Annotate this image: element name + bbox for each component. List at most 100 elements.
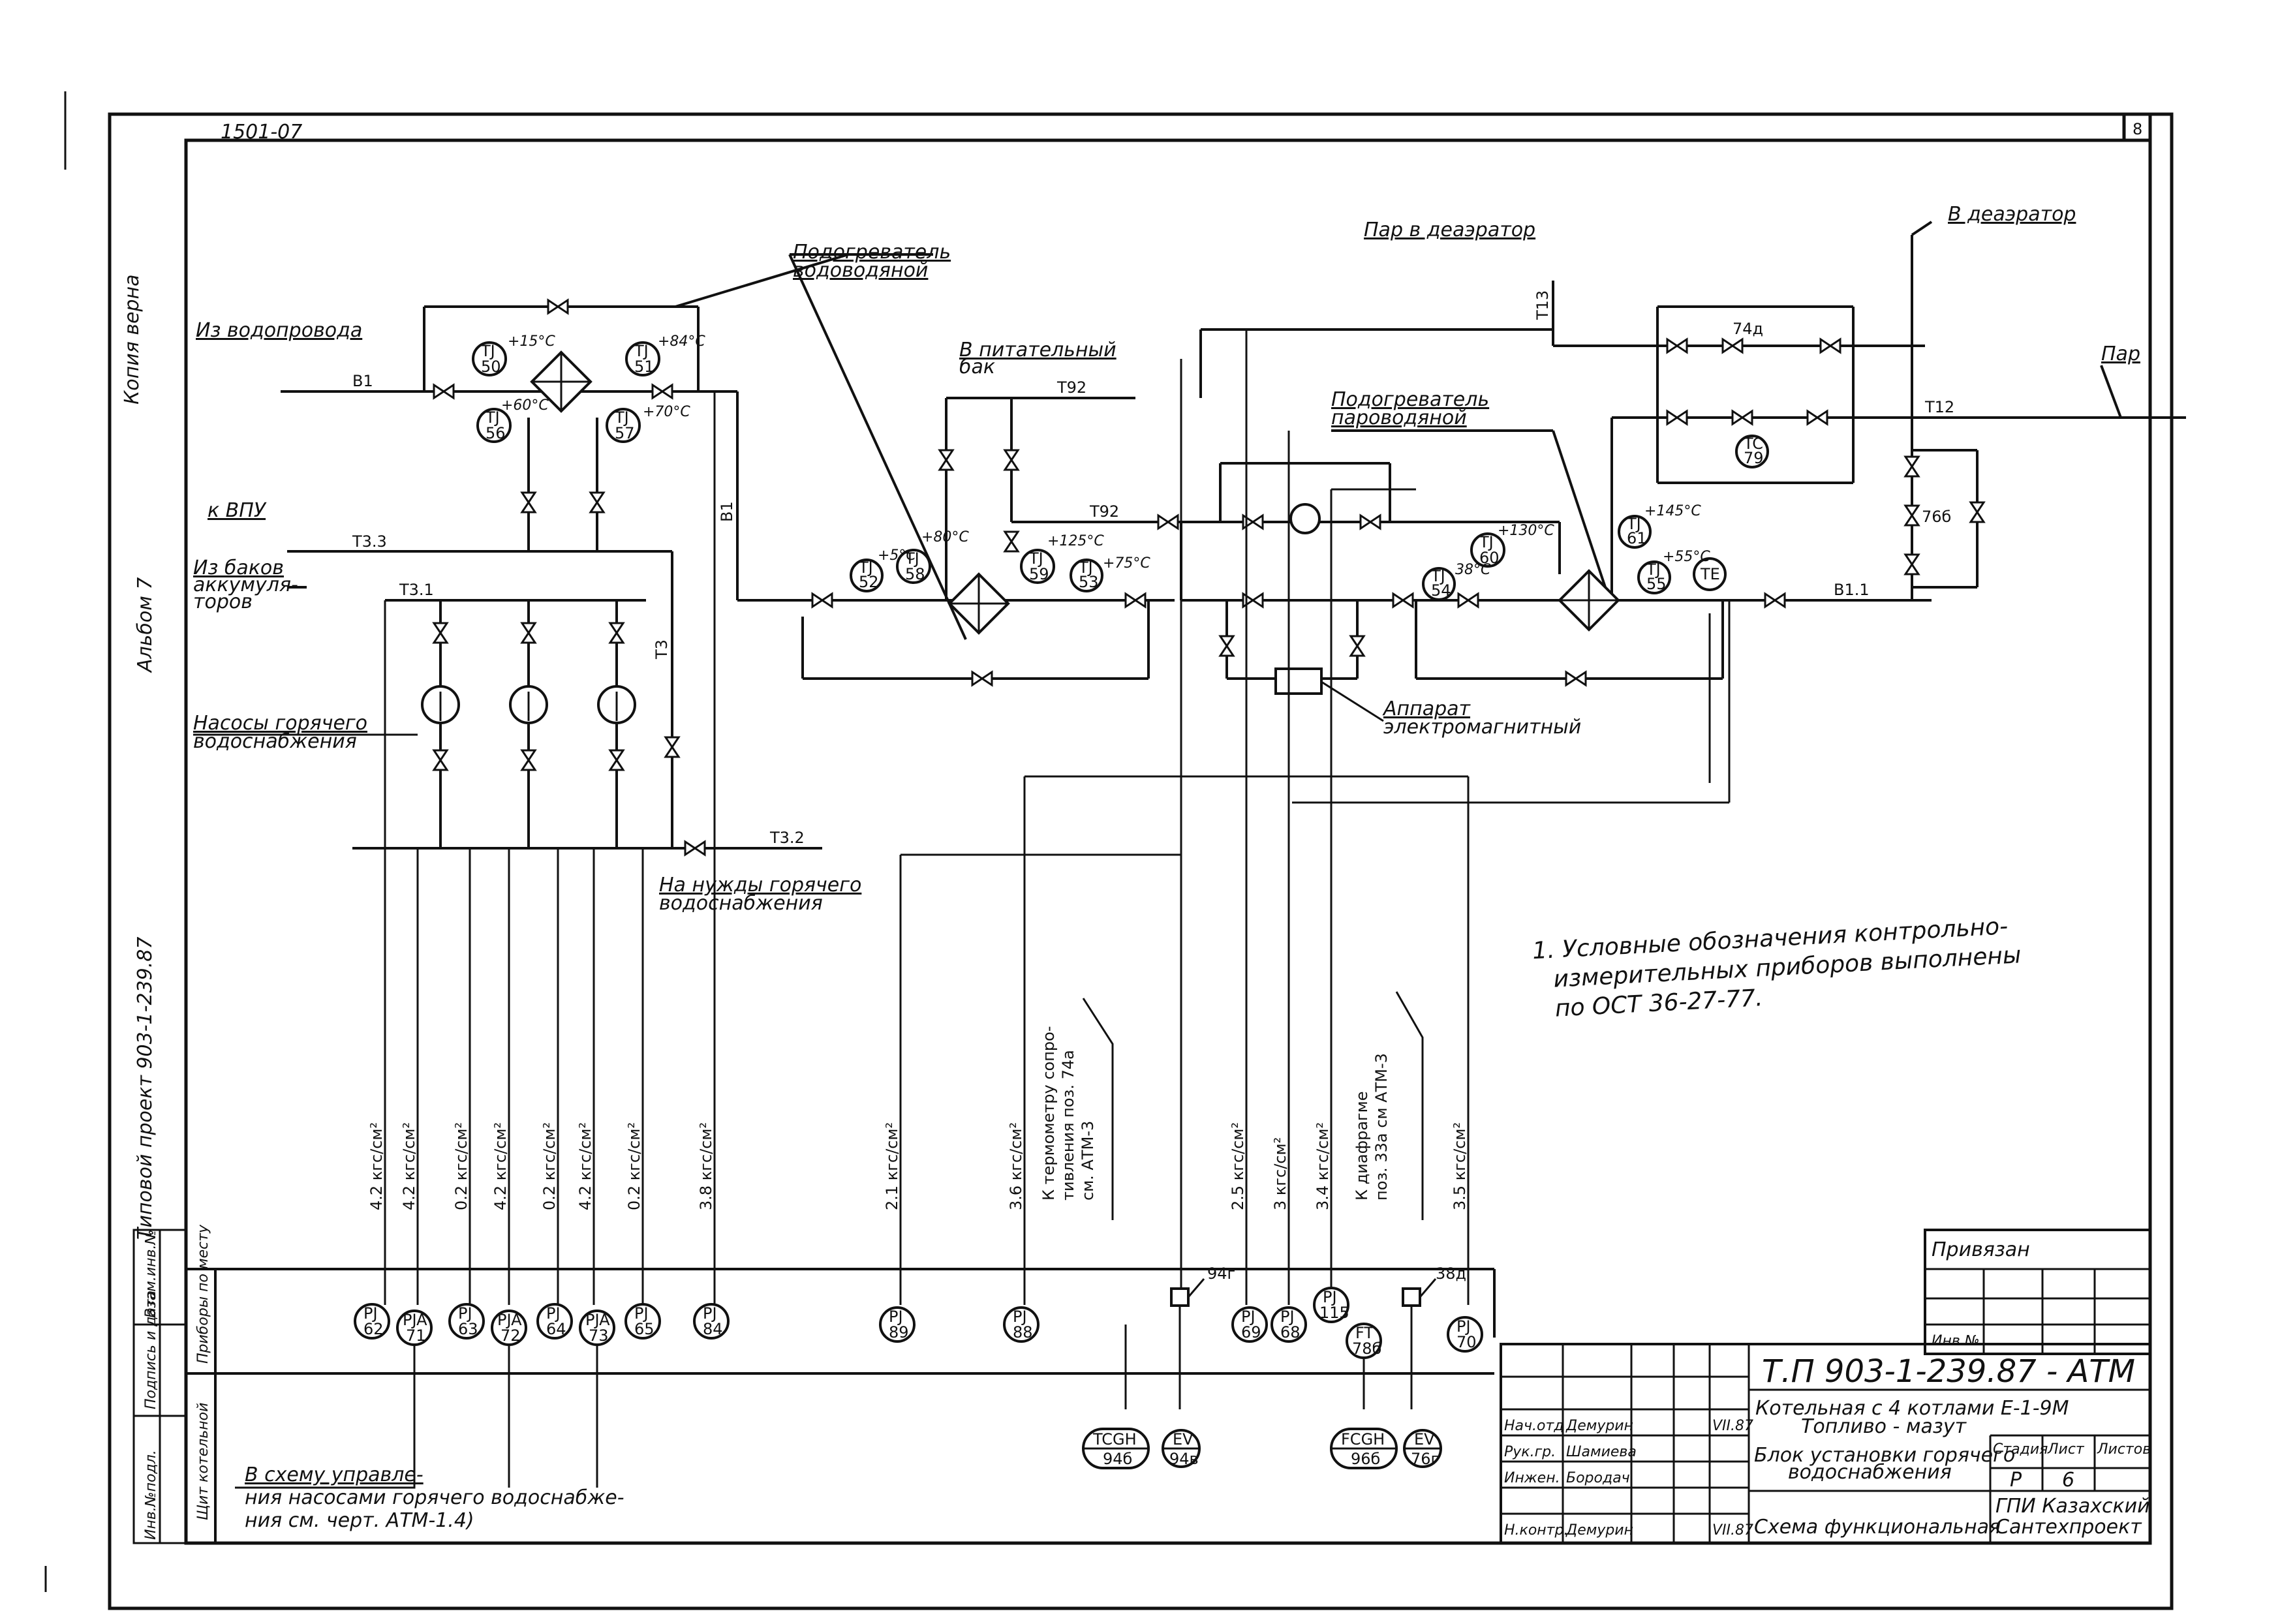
pj115-a: PJ bbox=[1323, 1288, 1337, 1306]
em-apparatus-box bbox=[1274, 667, 1323, 695]
label-em-1: Аппарат bbox=[1382, 697, 1471, 720]
pj68-a: PJ bbox=[1280, 1308, 1295, 1326]
tb-stage-h: Стадия bbox=[1993, 1441, 2048, 1458]
label-steam-to-deaerator: Пар в деаэратор bbox=[1364, 219, 1535, 241]
tb-date-4: VII.87 bbox=[1712, 1522, 1753, 1539]
pj84-a: PJ bbox=[703, 1304, 717, 1323]
line-v1b: В1 bbox=[718, 501, 736, 522]
project-label: Типовой проект 903-1-239.87 bbox=[134, 937, 157, 1240]
trap-symbol bbox=[1289, 503, 1321, 534]
left-stamp bbox=[132, 1229, 187, 1544]
ti56-note: +60°C bbox=[501, 397, 549, 414]
ti58-a: ТЈ bbox=[904, 549, 919, 568]
line-t33: Т3.3 bbox=[352, 532, 387, 551]
line-t12: Т12 bbox=[1924, 398, 1954, 416]
tb-role-4: Н.контр. bbox=[1504, 1522, 1568, 1539]
tb-sheets-h: Листов bbox=[2097, 1441, 2151, 1458]
fcgh-a: FCGH bbox=[1341, 1430, 1385, 1448]
signal-lines bbox=[384, 329, 1731, 1305]
label-heater-sw-2: пароводяной bbox=[1331, 406, 1467, 429]
piping-middle bbox=[737, 221, 2186, 695]
ti61-b: 61 bbox=[1627, 529, 1647, 547]
tb-desc-1: Блок установки горячего bbox=[1754, 1444, 2015, 1467]
pj89-a: PJ bbox=[889, 1308, 903, 1326]
pja72-b: 72 bbox=[501, 1326, 521, 1345]
pj88-a: PJ bbox=[1013, 1308, 1027, 1326]
pump-control-lines bbox=[235, 1345, 598, 1489]
tb-desc-2: водоснабжения bbox=[1788, 1461, 1952, 1484]
pj64-a: PJ bbox=[546, 1304, 561, 1323]
pump-control-1: В схему управле- bbox=[245, 1463, 424, 1486]
ti61-a: ТЈ bbox=[1626, 515, 1641, 533]
ti58-b: 58 bbox=[905, 565, 925, 583]
actuators bbox=[1124, 1278, 1437, 1409]
ref-thermometer-2: тивления поз. 74а bbox=[1059, 1050, 1077, 1201]
pressure-9: 2.1 кгс/см² bbox=[883, 1122, 901, 1210]
pressure-7: 0.2 кгс/см² bbox=[625, 1122, 643, 1210]
line-t92-a: Т92 bbox=[1056, 378, 1086, 397]
label-from-tanks-3: торов bbox=[193, 590, 253, 613]
ref-diaphragm-2: поз. 33а см АТМ-3 bbox=[1372, 1053, 1391, 1201]
tb-sheet: 6 bbox=[2062, 1469, 2074, 1492]
ref-thermometer-3: см. АТМ-3 bbox=[1079, 1121, 1097, 1201]
ti59-b: 59 bbox=[1029, 565, 1049, 583]
ev94-b: 94в bbox=[1169, 1450, 1199, 1468]
ti57-a: ТЈ bbox=[614, 408, 629, 427]
pj63-a: PJ bbox=[458, 1304, 472, 1323]
tb-role-2: Рук.гр. bbox=[1504, 1444, 1556, 1460]
label-em-2: электромагнитный bbox=[1383, 716, 1581, 739]
label-from-water-supply: Из водопровода bbox=[196, 319, 362, 342]
local-instruments bbox=[354, 1287, 1483, 1359]
pump-control-2: ния насосами горячего водоснабже- bbox=[245, 1486, 624, 1509]
board-instruments bbox=[1082, 1428, 1442, 1469]
line-t13: Т13 bbox=[1533, 290, 1552, 320]
ti55-note: +55°C bbox=[1663, 549, 1710, 565]
tb-date-1: VII.87 bbox=[1712, 1418, 1753, 1434]
title-block-frame bbox=[1500, 1229, 2151, 1544]
pj62-a: PJ bbox=[363, 1304, 378, 1323]
pump-control-3: ния см. черт. АТМ-1.4) bbox=[245, 1509, 474, 1532]
ti60-b: 60 bbox=[1479, 549, 1500, 567]
ti50-a: ТЈ bbox=[480, 342, 495, 360]
pj84-b: 84 bbox=[703, 1320, 723, 1338]
valves-left[interactable] bbox=[432, 298, 706, 857]
ti51-b: 51 bbox=[634, 358, 655, 376]
v74d-label: 74д bbox=[1733, 320, 1763, 338]
pj70-b: 70 bbox=[1456, 1333, 1477, 1351]
tb-name-2: Шамиева bbox=[1566, 1444, 1637, 1460]
label-from-tanks-2: аккумуля- bbox=[193, 574, 298, 596]
line-t32: Т3.2 bbox=[769, 829, 805, 847]
tb-inv-no: Инв.№ bbox=[1932, 1333, 1980, 1349]
ti60-a: ТЈ bbox=[1479, 533, 1494, 551]
sheet-number: 8 bbox=[2133, 120, 2142, 138]
pressure-3: 0.2 кгс/см² bbox=[452, 1122, 470, 1210]
pj69-b: 69 bbox=[1241, 1323, 1261, 1341]
ti55-b: 55 bbox=[1646, 575, 1667, 593]
pressure-5: 0.2 кгс/см² bbox=[540, 1122, 559, 1210]
pja73-b: 73 bbox=[589, 1326, 609, 1345]
ti54-a: ТЈ bbox=[1430, 567, 1445, 585]
pja71-a: PJA bbox=[403, 1311, 427, 1329]
tb-org-2: Сантехпроект bbox=[1995, 1516, 2142, 1539]
actuator-94g: 94г bbox=[1207, 1264, 1235, 1283]
ti58-note: +80°C bbox=[921, 529, 969, 545]
tb-org-1: ГПИ Казахский bbox=[1995, 1495, 2150, 1518]
pressure-8: 3.8 кгс/см² bbox=[697, 1122, 715, 1210]
ti54-b: 54 bbox=[1431, 581, 1451, 600]
ti52-note: +5°C bbox=[878, 547, 916, 564]
ft78b-a: FT bbox=[1355, 1324, 1374, 1342]
ti59-note: +125°C bbox=[1047, 533, 1104, 549]
pressure-14: 3.5 кгс/см² bbox=[1451, 1122, 1469, 1210]
copy-note: Копия верна bbox=[121, 274, 144, 405]
sheet-frame bbox=[44, 91, 2174, 1610]
tb-boiler: Котельная с 4 котлами Е-1-9М bbox=[1755, 1397, 2069, 1420]
ti53-note: +75°C bbox=[1103, 555, 1150, 572]
ti59-a: ТЈ bbox=[1028, 549, 1043, 568]
album-label: Альбом 7 bbox=[134, 577, 157, 674]
pj89-b: 89 bbox=[889, 1323, 909, 1341]
pressure-1: 4.2 кгс/см² bbox=[367, 1122, 386, 1210]
piping-left bbox=[281, 253, 967, 850]
ti60-note: +130°C bbox=[1498, 523, 1554, 539]
ev76-a: EV bbox=[1414, 1430, 1435, 1448]
